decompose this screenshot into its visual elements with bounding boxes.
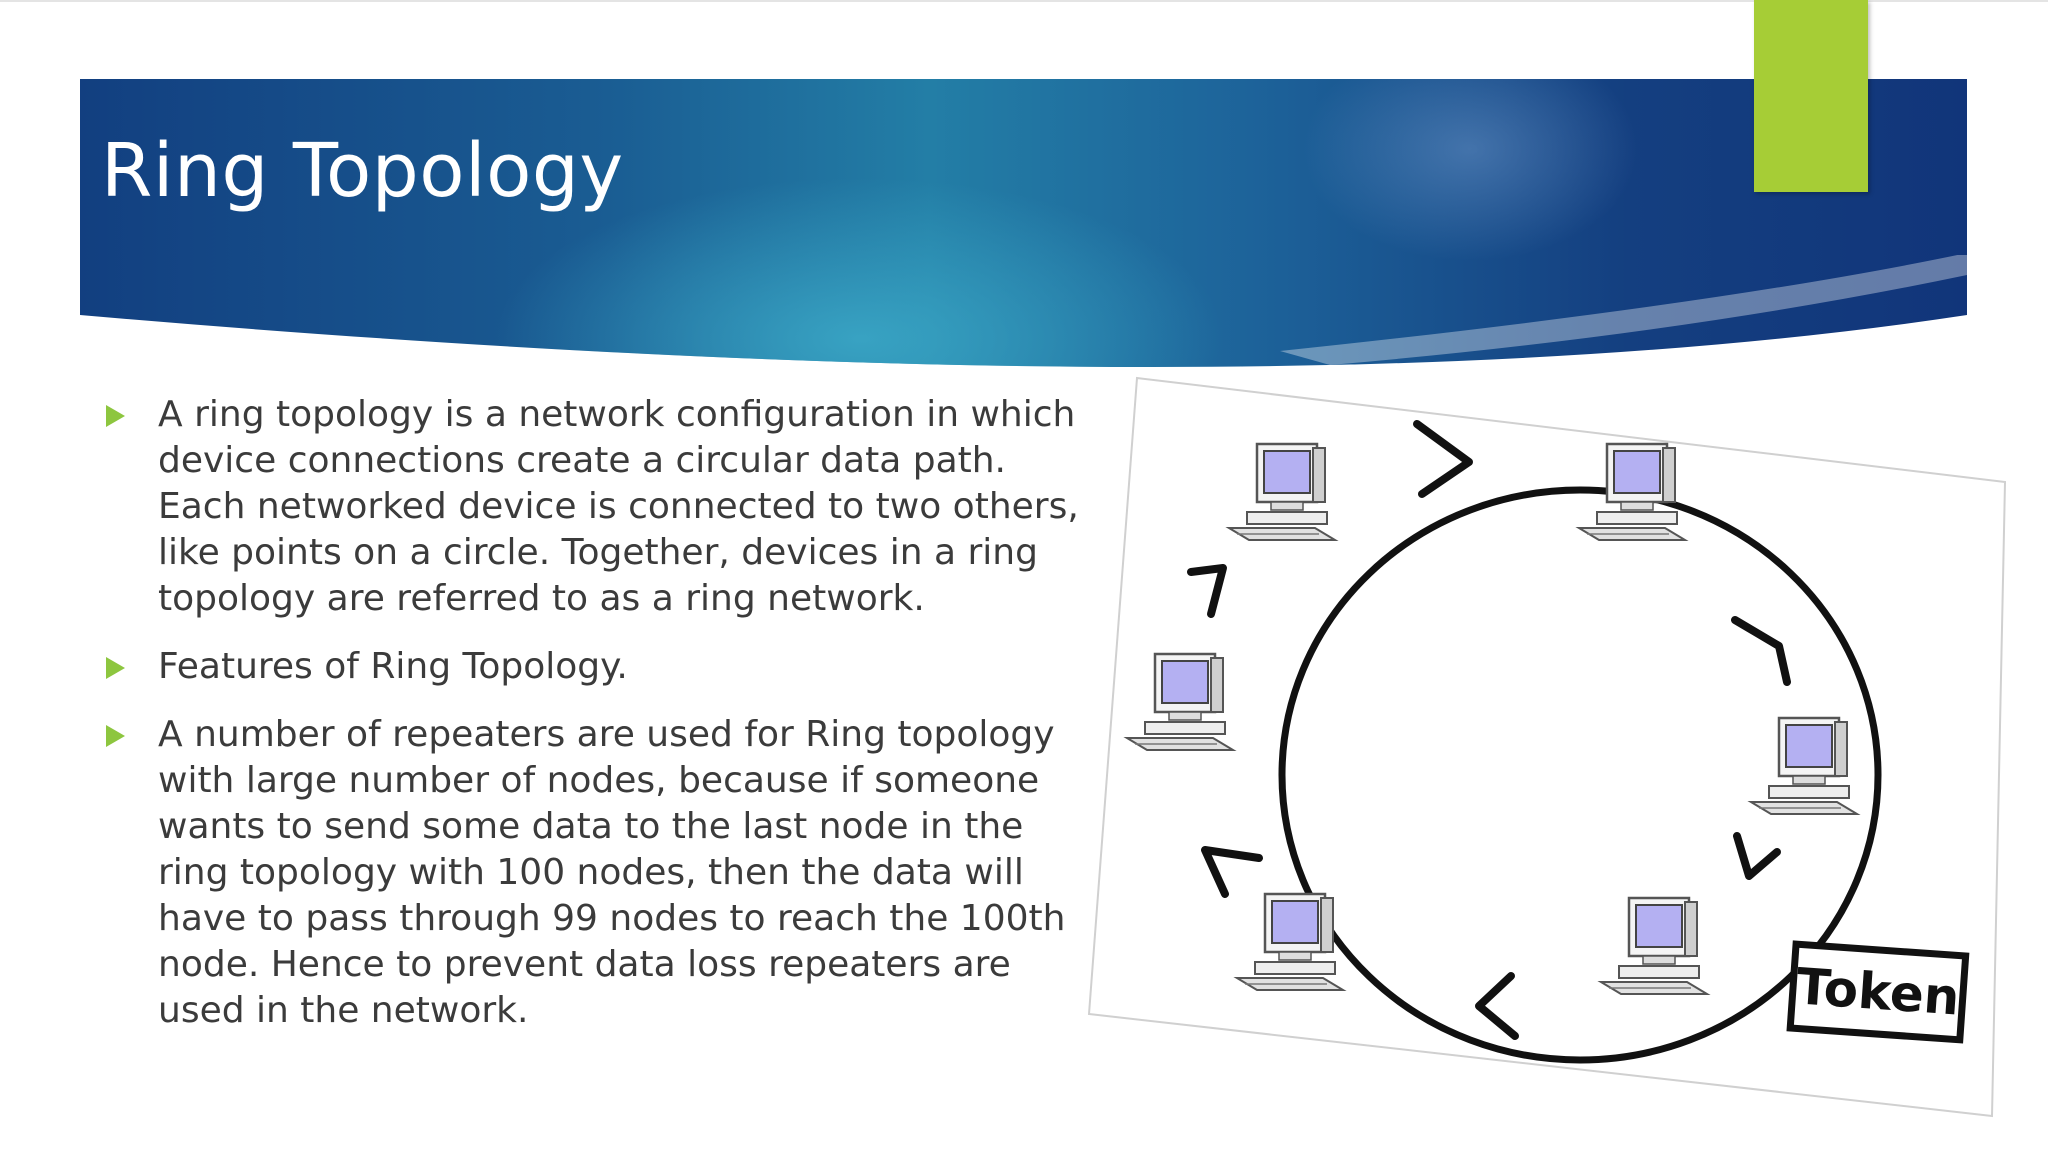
bullet-text: A ring topology is a network configurati… [158, 394, 1079, 619]
title-banner [80, 79, 1967, 380]
bullet-item: A ring topology is a network configurati… [100, 392, 1090, 622]
arrow-icon [1187, 564, 1227, 618]
bullet-text: A number of repeaters are used for Ring … [158, 714, 1066, 1031]
top-border [0, 0, 2048, 2]
arrow-icon [1731, 616, 1791, 686]
ring-topology-diagram: Token [1087, 376, 2007, 1118]
arrow-icon [1413, 420, 1473, 498]
bullet-item: Features of Ring Topology. [100, 644, 1090, 690]
accent-tab [1754, 0, 1868, 192]
triangle-bullet-icon [106, 405, 125, 427]
bullet-list: A ring topology is a network configurati… [100, 392, 1090, 1056]
token-box: Token [1786, 940, 1970, 1044]
arrow-icon [1733, 832, 1781, 880]
token-label: Token [1794, 957, 1961, 1026]
bullet-text: Features of Ring Topology. [158, 646, 628, 687]
bullet-item: A number of repeaters are used for Ring … [100, 712, 1090, 1034]
triangle-bullet-icon [106, 657, 125, 679]
ring-path [1278, 486, 1882, 1064]
arrow-icon [1201, 846, 1263, 898]
arrow-icon [1475, 972, 1519, 1040]
triangle-bullet-icon [106, 725, 125, 747]
slide-title: Ring Topology [101, 128, 624, 214]
